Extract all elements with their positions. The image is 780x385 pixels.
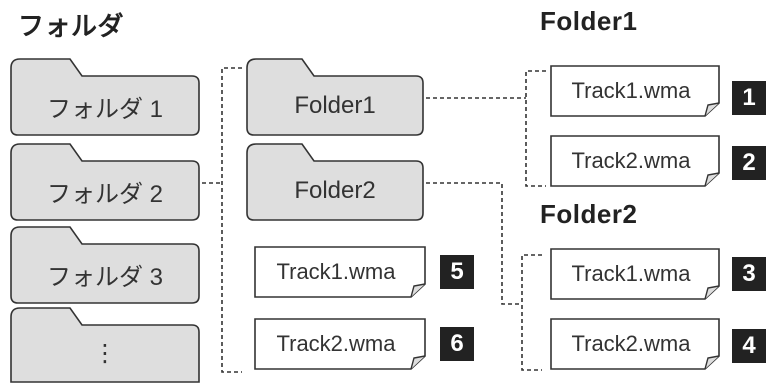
- file-item[interactable]: Track1.wma: [550, 65, 720, 117]
- bracket-middle-column: [221, 67, 242, 373]
- folder-item[interactable]: Folder1: [246, 58, 424, 136]
- file-icon: [254, 318, 426, 370]
- file-label: Track2.wma: [571, 148, 691, 173]
- file-item[interactable]: Track1.wma: [254, 246, 426, 298]
- file-label: Track1.wma: [571, 261, 691, 286]
- file-label: Track2.wma: [571, 331, 691, 356]
- file-icon: [550, 135, 720, 187]
- folder-label: ⋮: [93, 339, 117, 367]
- file-label: Track2.wma: [276, 331, 396, 356]
- folder-icon: [246, 143, 424, 221]
- play-order-badge: 4: [732, 329, 766, 363]
- play-order-badge: 5: [440, 255, 474, 289]
- play-order-badge: 6: [440, 327, 474, 361]
- folder-item[interactable]: フォルダ 3: [10, 226, 200, 304]
- heading-folders: フォルダ: [18, 11, 125, 41]
- file-item[interactable]: Track2.wma: [550, 135, 720, 187]
- file-label: Track1.wma: [571, 78, 691, 103]
- file-item[interactable]: Track2.wma: [254, 318, 426, 370]
- play-order-badge: 3: [732, 257, 766, 291]
- folder-item[interactable]: Folder2: [246, 143, 424, 221]
- heading-folder1: Folder1: [540, 6, 638, 36]
- connector-folder2: [426, 182, 522, 305]
- folder-item[interactable]: フォルダ 1: [10, 58, 200, 136]
- file-item[interactable]: Track1.wma: [550, 248, 720, 300]
- play-order-badge: 2: [732, 146, 766, 180]
- file-icon: [254, 246, 426, 298]
- folder-item[interactable]: フォルダ 2: [10, 143, 200, 221]
- file-icon: [550, 318, 720, 370]
- folder-label: フォルダ 2: [46, 180, 163, 208]
- heading-folder2: Folder2: [540, 199, 638, 229]
- folder-icon: [10, 226, 200, 304]
- file-item[interactable]: Track2.wma: [550, 318, 720, 370]
- file-icon: [550, 248, 720, 300]
- folder-item[interactable]: ⋮: [10, 307, 200, 383]
- bracket-folder2-files: [521, 254, 542, 371]
- play-order-badge: 1: [732, 81, 766, 115]
- file-label: Track1.wma: [276, 259, 396, 284]
- folder-label: フォルダ 1: [46, 95, 163, 123]
- folder-label: Folder1: [294, 92, 376, 119]
- folder-label: Folder2: [294, 177, 376, 204]
- folder-icon: [246, 58, 424, 136]
- bracket-folder1-files: [525, 70, 546, 187]
- folder-label: フォルダ 3: [46, 263, 163, 291]
- folder-icon: [10, 58, 200, 136]
- file-icon: [550, 65, 720, 117]
- folder-icon: [10, 143, 200, 221]
- folder-icon: [10, 307, 200, 383]
